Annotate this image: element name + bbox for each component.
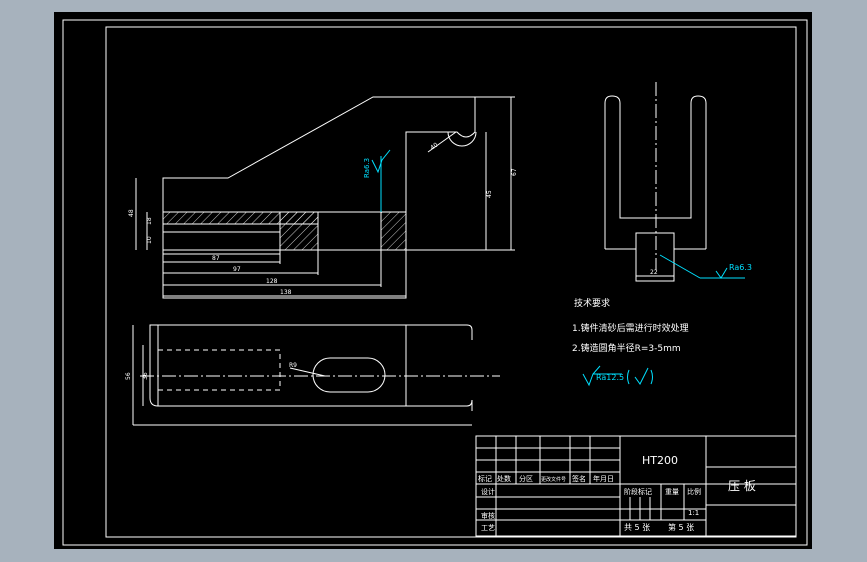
cad-viewport[interactable]: 87 97 128 138 48 18 10 45 67 40 Ra6.3 22 bbox=[54, 12, 812, 549]
material: HT200 bbox=[642, 454, 678, 467]
top-view: 56 36 R9 bbox=[125, 324, 500, 426]
tech-requirements: 技术要求 1.铸件清砂后需进行时效处理 2.铸造圆角半径R=3-5mm Ra12… bbox=[572, 297, 689, 387]
roughness-front: Ra6.3 bbox=[363, 158, 371, 178]
col-docno: 更改文件号 bbox=[541, 476, 566, 483]
tech-req-line1: 1.铸件清砂后需进行时效处理 bbox=[572, 322, 689, 334]
dim-10: 10 bbox=[146, 236, 153, 244]
stage-label: 阶段标记 bbox=[624, 487, 652, 496]
col-zone: 分区 bbox=[519, 474, 533, 483]
part-name: 压 板 bbox=[728, 479, 756, 493]
row-process: 工艺 bbox=[481, 524, 495, 532]
tech-req-line2: 2.铸造圆角半径R=3-5mm bbox=[572, 342, 681, 354]
dim-87: 87 bbox=[212, 255, 220, 262]
dim-138: 138 bbox=[280, 289, 292, 296]
dim-36: 36 bbox=[142, 372, 149, 380]
drawing-canvas: 87 97 128 138 48 18 10 45 67 40 Ra6.3 22 bbox=[62, 19, 808, 546]
dim-40: 40 bbox=[429, 141, 439, 151]
roughness-side: Ra6.3 bbox=[729, 263, 752, 272]
inner-border bbox=[105, 26, 797, 538]
row-design: 设计 bbox=[481, 487, 495, 496]
sheet-no: 第 5 张 bbox=[668, 522, 694, 532]
dim-97: 97 bbox=[233, 266, 241, 273]
title-block: HT200 压 板 标记 处数 分区 更改文件号 签名 年月日 设计 审核 工艺… bbox=[475, 435, 797, 537]
scale-label: 比例 bbox=[687, 487, 701, 496]
col-sign: 签名 bbox=[572, 474, 586, 483]
dim-56: 56 bbox=[125, 372, 132, 380]
col-mark: 标记 bbox=[478, 474, 492, 483]
dim-18: 18 bbox=[146, 217, 153, 225]
tech-req-title: 技术要求 bbox=[574, 297, 610, 309]
sheets-total: 共 5 张 bbox=[624, 523, 650, 532]
col-date: 年月日 bbox=[593, 474, 614, 483]
dim-45: 45 bbox=[486, 190, 493, 198]
scale-value: 1:1 bbox=[688, 509, 699, 517]
dim-r9: R9 bbox=[289, 362, 297, 369]
dim-22: 22 bbox=[650, 269, 658, 276]
col-count: 处数 bbox=[497, 474, 511, 483]
dim-48: 48 bbox=[128, 209, 135, 217]
front-view: 87 97 128 138 48 18 10 45 67 40 Ra6.3 bbox=[128, 96, 518, 299]
roughness-general: Ra12.5 bbox=[596, 373, 624, 382]
dim-67: 67 bbox=[511, 168, 518, 176]
weight-label: 重量 bbox=[665, 488, 679, 496]
dim-128: 128 bbox=[266, 278, 278, 285]
row-review: 审核 bbox=[481, 511, 495, 520]
outer-border bbox=[62, 19, 808, 546]
side-view: 22 Ra6.3 bbox=[604, 82, 752, 282]
